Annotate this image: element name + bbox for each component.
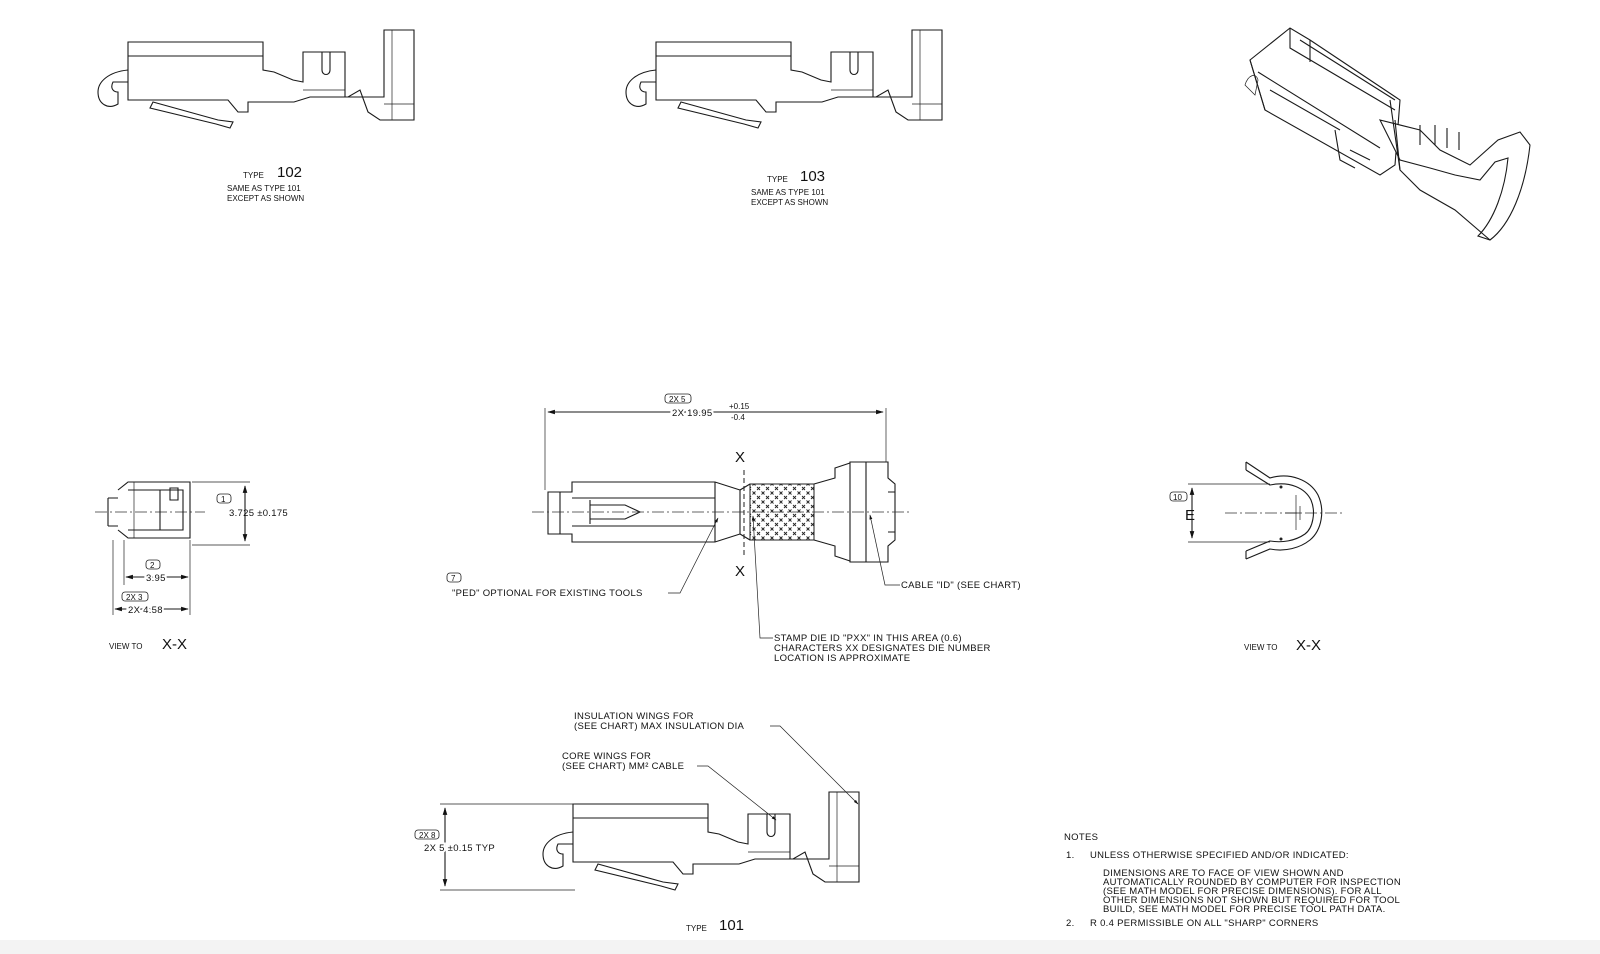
type-102-number: 102 [277, 164, 302, 181]
stamp-callout-3: LOCATION IS APPROXIMATE [774, 653, 910, 664]
left-section-view: 1 3.725 ±0.175 2 3.95 2X 3 2X 4.58 VIEW … [95, 481, 288, 653]
ped-callout: "PED" OPTIONAL FOR EXISTING TOOLS [452, 588, 643, 599]
section-mark-bottom: X [735, 563, 745, 580]
side-tag: 2X 8 [419, 831, 436, 840]
note-1-text: UNLESS OTHERWISE SPECIFIED AND/OR INDICA… [1090, 850, 1349, 861]
type-101-view: 2X 8 2X 5 ±0.15 TYP INSULATION WINGS FOR… [414, 711, 860, 934]
type-101-number: 101 [719, 917, 744, 934]
left-view-label-section: X-X [162, 636, 187, 653]
note-1-line-1: DIMENSIONS ARE TO FACE OF VIEW SHOWN AND [1103, 868, 1344, 879]
stamp-callout-1: STAMP DIE ID "PXX" IN THIS AREA (0.6) [774, 633, 962, 644]
note-2-text: R 0.4 PERMISSIBLE ON ALL "SHARP" CORNERS [1090, 918, 1319, 929]
insulation-callout-2: (SEE CHART) MAX INSULATION DIA [574, 721, 745, 732]
ped-tag: 7 [451, 574, 456, 583]
type-103-note-2: EXCEPT AS SHOWN [751, 198, 828, 207]
type-102-view: TYPE 102 SAME AS TYPE 101 EXCEPT AS SHOW… [97, 29, 415, 203]
note-1-line-4: OTHER DIMENSIONS NOT SHOWN BUT REQUIRED … [1103, 895, 1400, 906]
type-103-number: 103 [800, 168, 825, 185]
note-2-number: 2. [1066, 918, 1075, 929]
right-section-view: 10 E VIEW TO X-X [1169, 461, 1345, 654]
width2-tag: 2X 3 [126, 593, 143, 602]
height-dimension: 3.725 ±0.175 [229, 508, 288, 519]
length-tag: 2X 5 [669, 395, 686, 404]
insulation-callout-1: INSULATION WINGS FOR [574, 711, 694, 722]
width2-dimension: 2X 4.58 [128, 605, 163, 616]
right-view-label-section: X-X [1296, 637, 1321, 654]
height-tag: 1 [221, 495, 226, 504]
type-103-note-1: SAME AS TYPE 101 [751, 188, 825, 197]
length-dimension: 2X 19.95 [672, 408, 712, 419]
opening-dimension: E [1185, 507, 1195, 524]
note-1-line-5: BUILD, SEE MATH MODEL FOR PRECISE TOOL P… [1103, 904, 1386, 915]
type-103-type-word: TYPE [767, 175, 788, 184]
core-callout-2: (SEE CHART) MM² CABLE [562, 761, 684, 772]
type-103-view: TYPE 103 SAME AS TYPE 101 EXCEPT AS SHOW… [625, 29, 943, 207]
section-mark-top: X [735, 449, 745, 466]
opening-tag: 10 [1173, 493, 1182, 502]
note-1-number: 1. [1066, 850, 1075, 861]
type-102-type-word: TYPE [243, 171, 264, 180]
notes-block: NOTES 1. UNLESS OTHERWISE SPECIFIED AND/… [1064, 832, 1401, 929]
bottom-edge [0, 940, 1600, 954]
notes-title: NOTES [1064, 832, 1098, 843]
cable-id-callout: CABLE "ID" (SEE CHART) [901, 580, 1021, 591]
type-102-note-2: EXCEPT AS SHOWN [227, 194, 304, 203]
center-top-view: 2X 5 2X 19.95 +0.15 -0.4 X X 7 "PED" OPT… [446, 393, 1021, 664]
left-view-label-prefix: VIEW TO [109, 642, 143, 651]
width-tag: 2 [150, 561, 155, 570]
right-view-label-prefix: VIEW TO [1244, 643, 1278, 652]
note-1-line-3: (SEE MATH MODEL FOR PRECISE DIMENSIONS).… [1103, 886, 1382, 897]
width-dimension: 3.95 [146, 573, 166, 584]
type-101-type-word: TYPE [686, 924, 707, 933]
core-callout-1: CORE WINGS FOR [562, 751, 651, 762]
length-tolerance-minus: -0.4 [731, 413, 745, 422]
side-dimension: 2X 5 ±0.15 TYP [424, 843, 495, 854]
isometric-view [1244, 27, 1531, 241]
stamp-callout-2: CHARACTERS XX DESIGNATES DIE NUMBER [774, 643, 991, 654]
note-1-line-2: AUTOMATICALLY ROUNDED BY COMPUTER FOR IN… [1103, 877, 1401, 888]
length-tolerance-plus: +0.15 [729, 402, 750, 411]
type-102-note-1: SAME AS TYPE 101 [227, 184, 301, 193]
